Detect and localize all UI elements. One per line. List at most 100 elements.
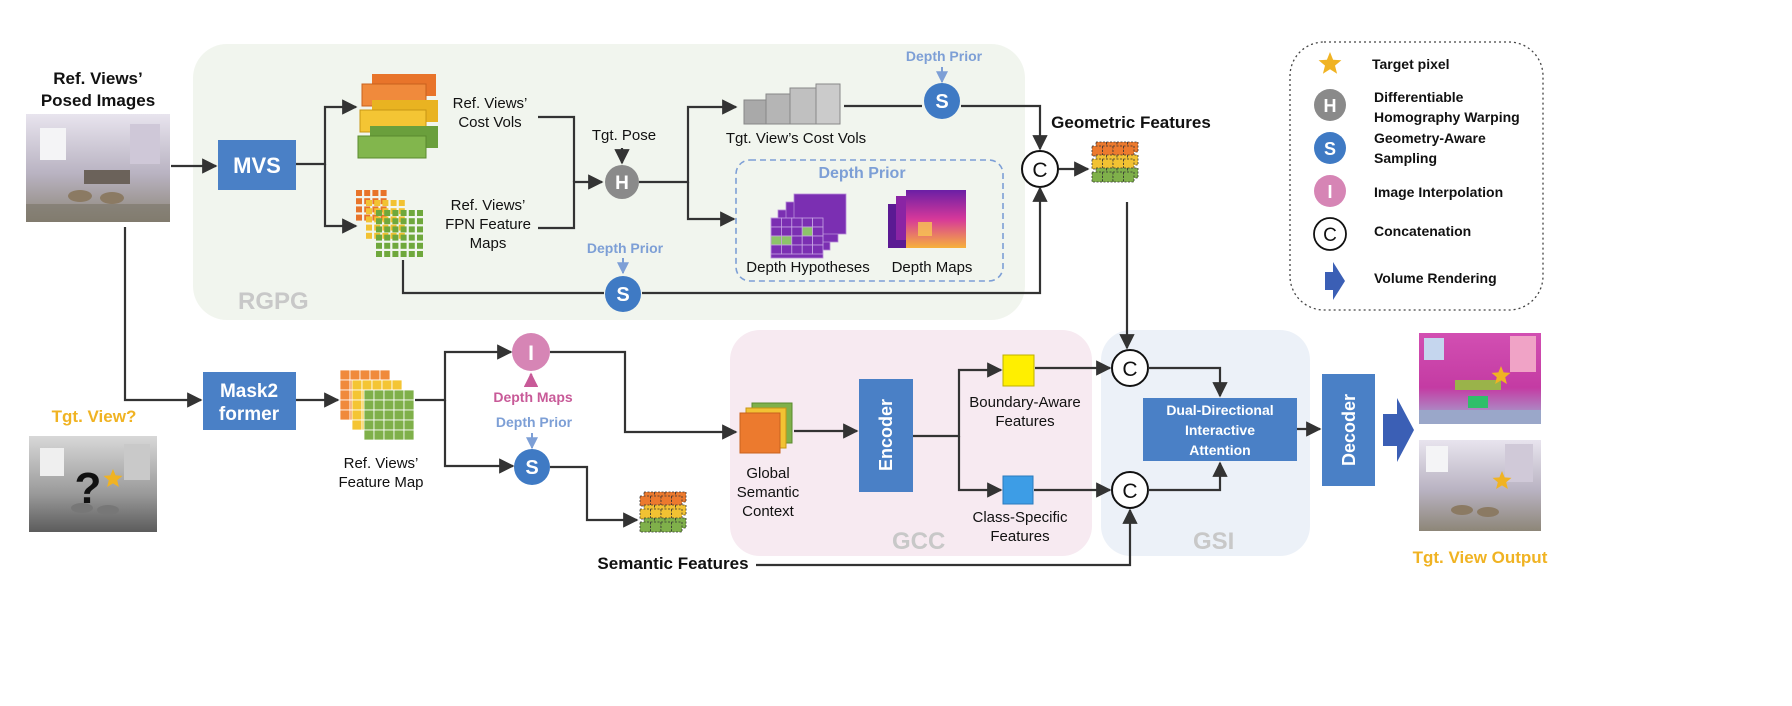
fpn-label-3: Maps <box>470 235 507 252</box>
depth-prior-bottom-label: Depth Prior <box>587 240 664 256</box>
fpn-label-2: FPN Feature <box>445 216 531 233</box>
mask2former-block <box>203 372 296 430</box>
mask2former-label: Mask2 <box>220 381 278 402</box>
depth-prior-top-label: Depth Prior <box>906 48 983 64</box>
geometric-features-label: Geometric Features <box>1051 113 1211 132</box>
h-node-label: H <box>615 173 629 194</box>
ref-view-image <box>26 114 170 222</box>
mvs-label: MVS <box>233 153 281 178</box>
legend-s-label-2: Sampling <box>1374 150 1437 166</box>
boundary-features-label-2: Features <box>995 413 1054 430</box>
legend-s-label: Geometry-Aware <box>1374 130 1486 146</box>
depth-maps-icon <box>888 190 966 248</box>
legend-star-icon <box>1318 52 1342 74</box>
global-semantic-context-icon <box>739 402 793 454</box>
c-upper-label: C <box>1122 358 1137 381</box>
cost-vol-tier-green <box>357 126 438 159</box>
i-node-label: I <box>528 342 534 365</box>
legend-c-icon <box>1313 217 1347 251</box>
legend-c-label: Concatenation <box>1374 223 1471 239</box>
class-features-square <box>1002 475 1034 505</box>
gcc-region-label: GCC <box>892 528 945 555</box>
tgt-pose-label: Tgt. Pose <box>592 127 656 144</box>
legend-h-label-2: Homography Warping <box>1374 109 1520 125</box>
legend-volume-rendering: Volume Rendering <box>1374 270 1497 286</box>
tgt-view-image <box>29 436 157 532</box>
geometric-features-icon <box>1091 141 1139 183</box>
depth-maps-label: Depth Maps <box>892 259 973 276</box>
legend-s-symbol: S <box>1324 139 1336 159</box>
ref-feature-map-label-2: Feature Map <box>338 474 423 491</box>
fpn-feature-maps-icon <box>356 190 423 257</box>
depth-prior-box-title: Depth Prior <box>818 165 905 182</box>
global-context-label-3: Context <box>742 503 795 520</box>
target-star-icon <box>103 469 123 487</box>
geometry-sampling-s-semantic <box>514 449 550 485</box>
tgt-view-question: Tgt. View? <box>52 407 137 426</box>
output-rgb-star-icon <box>1492 471 1512 489</box>
legend-i-symbol: I <box>1327 182 1332 202</box>
ddia-label: Dual-Directional <box>1166 402 1273 418</box>
ref-cost-volumes-icon <box>357 74 438 159</box>
boundary-features-square <box>1002 354 1035 387</box>
depth-prior-semantic-label: Depth Prior <box>496 414 573 430</box>
c-geometric-label: C <box>1032 159 1047 182</box>
geometry-sampling-s-top <box>924 83 960 119</box>
legend-c-symbol: C <box>1323 225 1337 246</box>
depth-maps-semantic-label: Depth Maps <box>493 389 573 405</box>
s-semantic-label: S <box>525 457 538 479</box>
tgt-cost-vols-label: Tgt. View’s Cost Vols <box>726 130 866 147</box>
tgt-cost-volumes-icon <box>743 83 841 125</box>
legend-i-label: Image Interpolation <box>1374 184 1503 200</box>
legend-target-pixel: Target pixel <box>1372 56 1450 72</box>
mvs-block <box>218 140 296 190</box>
legend-volume-rendering-icon <box>1325 262 1345 300</box>
s-top-label: S <box>935 91 948 113</box>
legend-s-icon <box>1314 132 1346 164</box>
legend-h-symbol: H <box>1324 96 1337 116</box>
ddia-label-3: Attention <box>1189 442 1250 458</box>
ref-feature-map-label: Ref. Views’ <box>344 455 419 472</box>
geometry-sampling-s-bottom <box>605 276 641 312</box>
depth-hypotheses-label: Depth Hypotheses <box>746 259 869 276</box>
global-context-label: Global <box>746 465 789 482</box>
gsi-region-label: GSI <box>1193 528 1234 555</box>
depth-hypotheses-icon <box>770 193 847 259</box>
tgt-view-output-label: Tgt. View Output <box>1413 548 1548 567</box>
class-features-label-2: Features <box>990 528 1049 545</box>
ref-feature-map-icon <box>339 369 415 441</box>
legend-h-icon <box>1314 89 1346 121</box>
legend-i-icon <box>1314 175 1346 207</box>
c-lower-label: C <box>1122 480 1137 503</box>
depth-prior-box <box>735 159 1004 282</box>
encoder-block <box>859 379 913 492</box>
decoder-block <box>1322 374 1375 486</box>
fpn-label: Ref. Views’ <box>451 197 526 214</box>
ref-cost-vols-label-2: Cost Vols <box>458 114 521 131</box>
question-mark-icon: ? <box>75 464 102 513</box>
output-seg-star-icon <box>1491 366 1511 384</box>
encoder-label: Encoder <box>876 399 896 471</box>
mask2former-label-2: former <box>219 404 280 425</box>
boundary-features-label: Boundary-Aware <box>969 394 1080 411</box>
output-rgb-image <box>1419 440 1541 531</box>
connectors <box>123 99 1322 567</box>
decoder-label: Decoder <box>1339 394 1359 466</box>
output-segmentation-image <box>1419 333 1541 424</box>
volume-rendering-arrow <box>1383 398 1414 462</box>
semantic-features-icon <box>639 491 687 533</box>
ref-cost-vols-label: Ref. Views’ <box>453 95 528 112</box>
ddia-label-2: Interactive <box>1185 422 1255 438</box>
ddia-block <box>1143 398 1297 461</box>
rgpg-region-label: RGPG <box>238 288 309 315</box>
homography-h-node <box>605 165 639 199</box>
class-features-label: Class-Specific <box>972 509 1068 526</box>
ref-images-title-2: Posed Images <box>41 91 155 110</box>
ref-images-title: Ref. Views’ <box>53 69 142 88</box>
s-bottom-label: S <box>616 284 629 306</box>
image-interpolation-i-node <box>512 333 550 371</box>
semantic-features-label: Semantic Features <box>597 554 748 573</box>
global-context-label-2: Semantic <box>737 484 800 501</box>
legend-h-label: Differentiable <box>1374 89 1464 105</box>
